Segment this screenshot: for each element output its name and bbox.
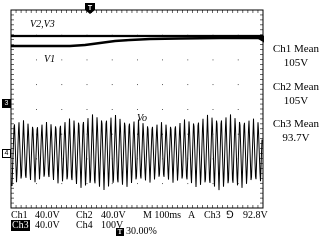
ch3-ground-marker: 3	[2, 99, 11, 108]
measurement-value: 93.7V	[282, 132, 310, 144]
trace-vo	[11, 114, 263, 191]
measurement-name: Ch1 Mean	[272, 43, 320, 55]
ch2-scale: 40.0V	[101, 210, 126, 221]
ch3-scale: 40.0V	[35, 220, 60, 231]
timebase: M 100ms	[143, 210, 182, 221]
ch4-ground-marker: 4	[2, 149, 11, 158]
ch2-label: Ch2	[76, 210, 93, 221]
trigger-slope-icon: ⅁	[226, 210, 234, 221]
ch4-label: Ch4	[76, 220, 93, 231]
trace-v1	[11, 36, 263, 48]
measurement-value: 105V	[283, 57, 309, 69]
trigger-mode: A	[188, 210, 196, 221]
ch-reference-arrow	[258, 35, 264, 43]
horizontal-position-value: 30.00%	[126, 226, 157, 237]
measurement-ch1-mean: Ch1 Mean 105V	[268, 42, 324, 70]
measurement-value: 105V	[283, 95, 309, 107]
trigger-source: Ch3	[204, 210, 221, 221]
trigger-level: 92.8V	[243, 210, 268, 221]
trace-label-v1: V1	[44, 54, 55, 65]
trigger-position-icon	[85, 3, 95, 14]
measurement-ch3-mean: Ch3 Mean 93.7V	[268, 117, 324, 145]
trace-label-vo: Vo	[137, 113, 147, 124]
ch1-label: Ch1	[11, 210, 28, 221]
ch4-scale: 100V	[101, 220, 124, 231]
ch3-label: Ch3	[11, 220, 30, 231]
measurement-name: Ch3 Mean	[272, 118, 320, 130]
trigger-position-label: T	[88, 5, 93, 12]
ch1-scale: 40.0V	[35, 210, 60, 221]
trace-label-v2v3: V2,V3	[30, 19, 55, 30]
position-marker-icon: T	[116, 228, 124, 236]
measurement-ch2-mean: Ch2 Mean 105V	[268, 80, 324, 108]
measurement-name: Ch2 Mean	[272, 81, 320, 93]
